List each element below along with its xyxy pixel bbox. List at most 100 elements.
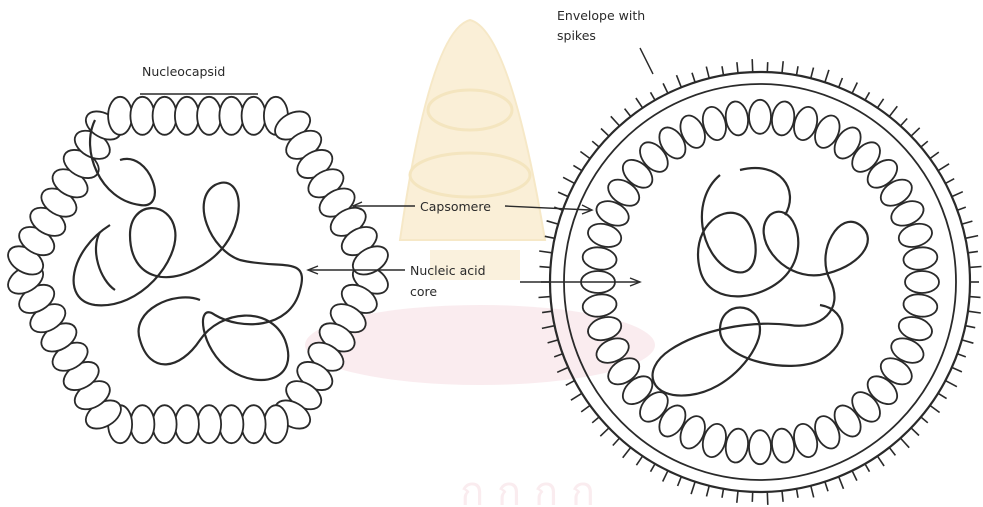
spike bbox=[865, 464, 870, 472]
spike bbox=[752, 59, 753, 72]
spike bbox=[737, 491, 738, 503]
label-envelope-with: Envelope with bbox=[557, 8, 645, 23]
capsomere bbox=[902, 292, 939, 319]
capsomere bbox=[219, 97, 243, 135]
spike bbox=[782, 61, 783, 73]
capsomere bbox=[749, 430, 771, 464]
spike bbox=[539, 297, 551, 298]
spike bbox=[970, 267, 982, 268]
spike bbox=[663, 83, 668, 93]
spike bbox=[601, 129, 609, 137]
spike bbox=[581, 405, 590, 412]
spike bbox=[930, 152, 939, 159]
spike bbox=[952, 192, 963, 197]
spike bbox=[968, 251, 978, 252]
capsomere bbox=[264, 405, 288, 443]
spike bbox=[737, 62, 738, 73]
nucleic-acid-core-left bbox=[74, 183, 302, 380]
label-nucleic-acid: Nucleic acid bbox=[410, 263, 486, 278]
spike bbox=[952, 367, 962, 372]
spike bbox=[547, 221, 559, 224]
spike bbox=[678, 477, 682, 486]
spike bbox=[825, 70, 829, 82]
spike bbox=[839, 477, 844, 489]
spike bbox=[811, 486, 814, 498]
capsomere bbox=[902, 245, 939, 272]
spike bbox=[782, 491, 783, 502]
capsomere bbox=[905, 271, 939, 293]
capsomere bbox=[770, 100, 797, 137]
spike bbox=[623, 448, 631, 458]
spike bbox=[592, 417, 599, 423]
spike bbox=[722, 489, 724, 498]
spike bbox=[911, 428, 919, 436]
spike bbox=[692, 73, 695, 83]
capsomere bbox=[770, 427, 797, 464]
capsomere bbox=[197, 97, 221, 135]
spike bbox=[957, 207, 966, 210]
spike bbox=[651, 92, 656, 100]
spike bbox=[611, 116, 620, 126]
spike bbox=[911, 128, 920, 136]
capsomere bbox=[242, 405, 266, 443]
spike bbox=[540, 267, 551, 268]
spike bbox=[706, 67, 709, 79]
spike bbox=[691, 482, 695, 494]
spike bbox=[889, 106, 897, 116]
spike bbox=[539, 251, 552, 253]
spike bbox=[600, 428, 609, 436]
capsomere bbox=[175, 97, 199, 135]
spike bbox=[901, 119, 908, 126]
spike bbox=[889, 448, 895, 456]
capsomere bbox=[108, 97, 132, 135]
spike bbox=[921, 141, 928, 147]
spike bbox=[722, 66, 724, 75]
spike bbox=[962, 340, 974, 343]
spike bbox=[707, 486, 710, 497]
spike bbox=[957, 354, 966, 357]
label-core: core bbox=[410, 284, 437, 299]
capsomere bbox=[749, 100, 771, 134]
capsomere bbox=[581, 245, 618, 272]
spike bbox=[877, 456, 884, 466]
spike bbox=[613, 438, 620, 445]
spike bbox=[852, 471, 857, 481]
spike bbox=[797, 66, 799, 75]
spike bbox=[930, 405, 940, 412]
capsomere bbox=[130, 97, 154, 135]
spike bbox=[636, 98, 643, 108]
spike bbox=[636, 456, 642, 465]
leader-envelope bbox=[640, 48, 653, 74]
capsomere bbox=[153, 405, 177, 443]
spike bbox=[921, 417, 928, 423]
spike bbox=[825, 482, 828, 492]
spike bbox=[962, 221, 973, 224]
capsomere bbox=[724, 427, 751, 464]
spike bbox=[625, 109, 631, 117]
nucleic-acid-core-right bbox=[653, 175, 868, 396]
capsomere bbox=[242, 97, 266, 135]
spike bbox=[965, 236, 978, 239]
spike bbox=[580, 152, 590, 159]
spike bbox=[573, 165, 582, 170]
spike bbox=[968, 311, 981, 313]
spike bbox=[571, 393, 582, 400]
spike bbox=[677, 75, 682, 87]
spike bbox=[651, 464, 656, 472]
capsomere bbox=[581, 292, 618, 319]
capsomere bbox=[219, 405, 243, 443]
label-capsomere: Capsomere bbox=[420, 199, 491, 214]
spike bbox=[865, 92, 870, 100]
capsomere bbox=[724, 100, 751, 137]
spike bbox=[566, 381, 575, 386]
spike bbox=[852, 83, 857, 94]
spike bbox=[877, 99, 883, 108]
spike bbox=[663, 471, 668, 482]
spike bbox=[545, 236, 555, 238]
spike bbox=[945, 381, 957, 387]
spike bbox=[901, 438, 910, 448]
spike bbox=[970, 297, 981, 298]
spike bbox=[938, 164, 949, 171]
label-nucleocapsid: Nucleocapsid bbox=[142, 64, 225, 79]
